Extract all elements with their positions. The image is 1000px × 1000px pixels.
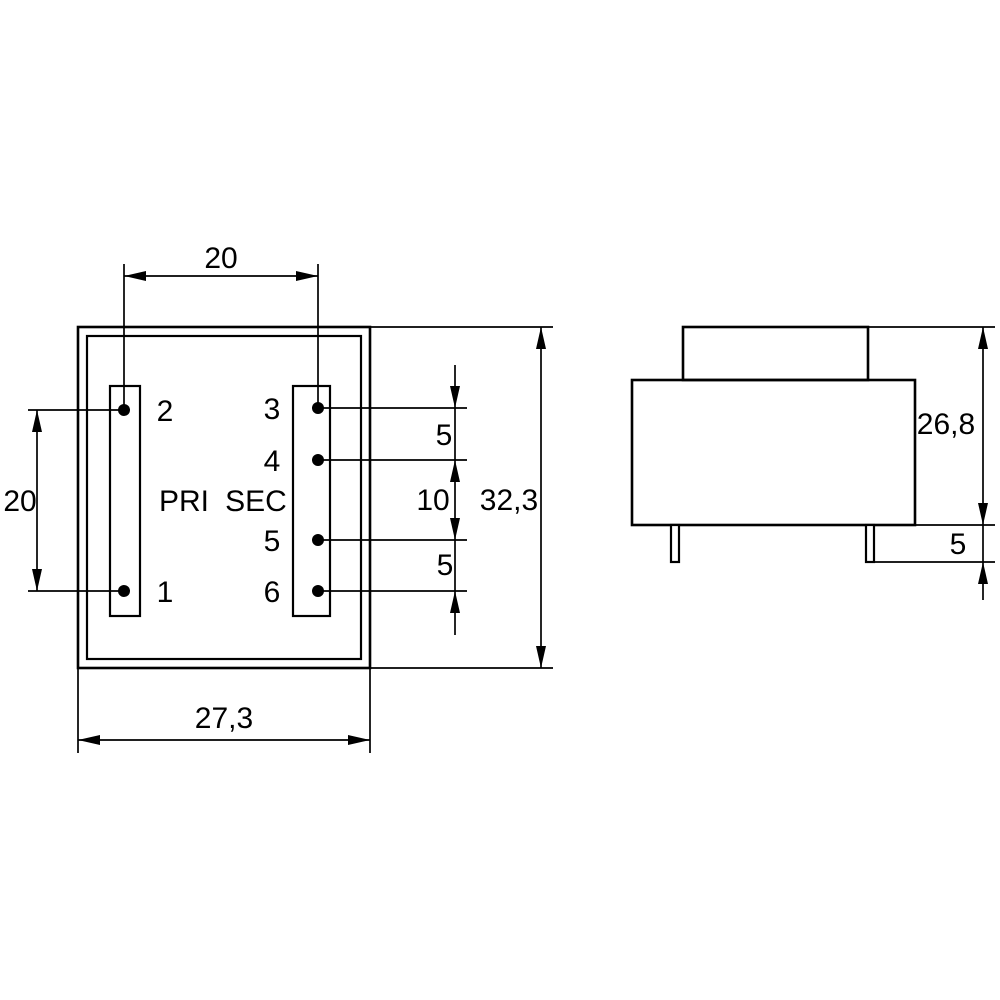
front-view (76, 325, 372, 670)
arrowhead-right (296, 271, 318, 281)
secondary-winding-label: SEC (225, 485, 287, 518)
labels: 20 20 27,3 32,3 5 10 5 26,8 5 2 1 3 4 5 … (3, 242, 975, 735)
pin-dots (118, 402, 324, 597)
secondary-pin-strip (291, 384, 332, 618)
dim-label-pin-length: 5 (950, 528, 967, 561)
primary-pin-strip (108, 384, 142, 618)
arrowhead-down (536, 646, 546, 668)
arrowhead-right (348, 735, 370, 745)
dim-label-pin4-pin5: 10 (416, 484, 449, 517)
extension-lines (28, 264, 995, 753)
pin-1-label: 1 (157, 576, 174, 609)
side-view-body (630, 378, 917, 527)
dim-label-overall-height: 32,3 (480, 484, 538, 517)
dim-label-top-pin-span: 20 (204, 242, 237, 275)
dim-label-left-pin-span: 20 (3, 485, 36, 518)
side-view-core-top (681, 325, 870, 382)
side-view-left-pin-leg (669, 523, 681, 564)
arrowhead-up (536, 327, 546, 349)
dim-label-overall-width: 27,3 (195, 702, 253, 735)
arrowhead-down (450, 518, 460, 540)
front-view-inner-outline (85, 334, 363, 661)
side-view (630, 325, 917, 564)
arrowhead-left (124, 271, 146, 281)
pin-4-dot (312, 454, 324, 466)
pin-6-label: 6 (264, 576, 281, 609)
pin-5-dot (312, 534, 324, 546)
arrowhead-left (78, 735, 100, 745)
arrowhead-up (978, 327, 988, 349)
arrowheads (32, 271, 988, 745)
pin-2-dot (118, 404, 130, 416)
pin-4-label: 4 (264, 445, 281, 478)
dim-label-pin5-pin6: 5 (437, 549, 454, 582)
arrowhead-down (32, 569, 42, 591)
dim-label-body-height: 26,8 (917, 408, 975, 441)
pin-6-dot (312, 585, 324, 597)
arrowhead-down (450, 386, 460, 408)
arrowhead-up (978, 562, 988, 584)
dim-label-pin3-pin4: 5 (436, 419, 453, 452)
arrowhead-up (450, 460, 460, 482)
arrowhead-up (450, 591, 460, 613)
pin-5-label: 5 (264, 525, 281, 558)
primary-winding-label: PRI (159, 485, 209, 518)
pin-3-dot (312, 402, 324, 414)
pin-1-dot (118, 585, 130, 597)
front-view-outer-outline (76, 325, 372, 670)
arrowhead-up (32, 410, 42, 432)
pin-2-label: 2 (157, 395, 174, 428)
side-view-right-pin-leg (864, 523, 876, 564)
arrowhead-down (978, 503, 988, 525)
pin-3-label: 3 (264, 393, 281, 426)
